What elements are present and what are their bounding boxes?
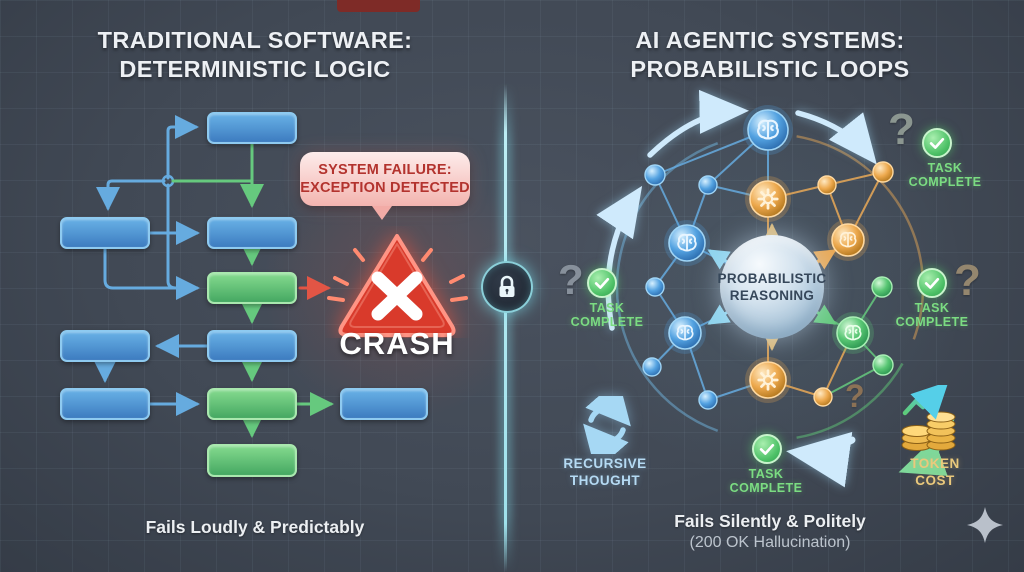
lock-badge [481,261,533,313]
agent-node-gear-bottom [745,357,791,403]
token-cost-label: TOKEN COST [910,456,960,488]
question-mark: ? [888,105,915,154]
core-line2: REASONING [729,288,815,303]
check-icon [752,434,782,464]
task-complete-badge-bottom: TASK COMPLETE [729,467,803,495]
left-title-line1: TRADITIONAL SOFTWARE: [97,27,413,53]
right-caption-line2: (200 OK Hallucination) [689,534,851,551]
recursive-thought-label: RECURSIVE THOUGHT [563,456,647,488]
lock-icon [499,275,515,297]
agent-node-brain-midright [827,219,869,261]
flow-node-8 [207,388,297,420]
task-complete-badge-topright: TASK COMPLETE [908,161,982,189]
flow-node-10 [207,444,297,477]
callout-line2: EXCEPTION DETECTED [300,180,470,196]
x-mark-icon [371,271,423,321]
coin-stacks [901,411,956,451]
probabilistic-reasoning-core: PROBABILISTIC REASONING [717,235,827,339]
cropped-red-banner [337,0,420,12]
coins-icon [901,385,956,451]
task-complete-badge-right: TASK COMPLETE [895,301,969,329]
flow-node-4-failure-point [207,272,297,304]
left-caption: Fails Loudly & Predictably [145,517,365,537]
refresh-icon [583,396,631,454]
warning-triangle-icon [327,234,468,337]
brain-icon [839,231,857,248]
callout-line1: SYSTEM FAILURE: [318,162,452,178]
gear-icon [757,188,779,210]
flow-node-5 [60,330,150,362]
check-icon [922,128,952,158]
core-line1: PROBABILISTIC [717,271,827,286]
agent-node-brain-lowleft [664,312,706,354]
flow-node-2 [60,217,150,249]
left-title-line2: DETERMINISTIC LOGIC [119,56,391,82]
flow-node-9 [340,388,428,420]
brain-icon [757,119,779,140]
right-panel-title: AI AGENTIC SYSTEMS: PROBABILISTIC LOOPS [530,26,1010,84]
question-mark: ? [954,256,981,305]
flow-node-7 [60,388,150,420]
check-icon [587,268,617,298]
left-panel-title: TRADITIONAL SOFTWARE: DETERMINISTIC LOGI… [20,26,490,84]
right-title-line2: PROBABILISTIC LOOPS [630,56,910,82]
sparkle-logo [967,507,1003,543]
agent-node-brain-lowright [832,312,874,354]
system-failure-callout: SYSTEM FAILURE: EXCEPTION DETECTED [300,152,470,220]
check-icon [917,268,947,298]
task-complete-badge-left: TASK COMPLETE [570,301,644,329]
brain-icon [676,324,694,341]
question-mark: ? [845,378,865,414]
trend-up-icon [902,385,949,420]
crash-label: CRASH [339,326,455,361]
alert-rays [327,248,468,302]
brain-icon [677,233,697,252]
brain-icon [844,324,862,341]
agent-node-brain-top [743,105,793,155]
agent-node-brain-midleft [664,220,710,266]
right-title-line1: AI AGENTIC SYSTEMS: [635,27,905,53]
agent-node-gear-upper [745,176,791,222]
flow-node-3 [207,217,297,249]
divider-line [504,84,507,572]
flow-node-6 [207,330,297,362]
flow-node-1 [207,112,297,144]
gear-icon [757,369,779,391]
question-mark: ? [558,256,584,303]
right-caption-line1: Fails Silently & Politely [674,511,866,531]
